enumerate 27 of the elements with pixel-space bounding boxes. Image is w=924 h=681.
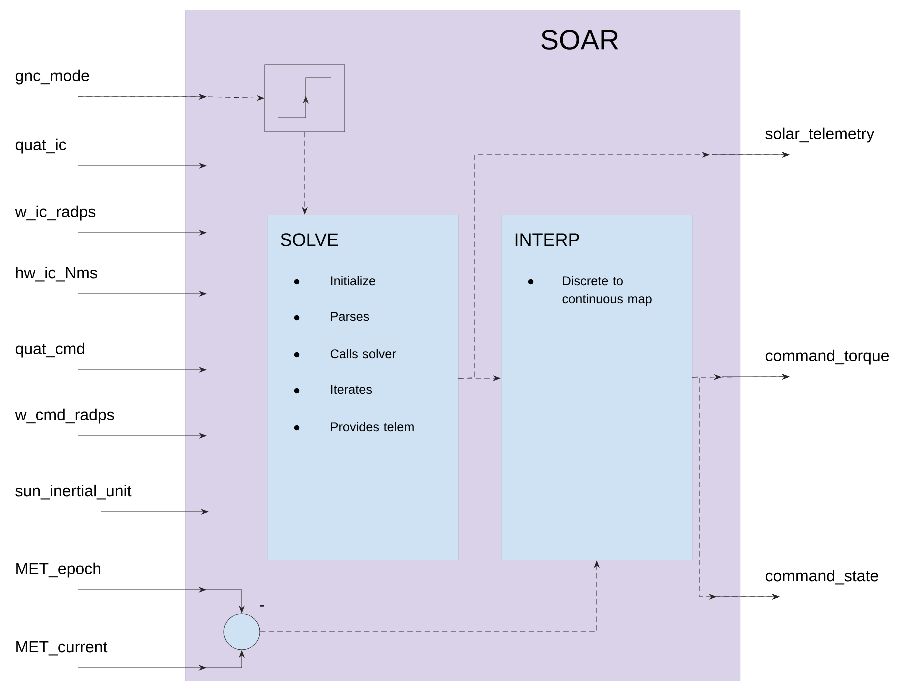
signal-label: MET_current bbox=[16, 642, 108, 656]
signal-label: w_cmd_radps bbox=[15, 408, 114, 424]
signal-label: command_state bbox=[766, 570, 878, 585]
signal-label: gnc_mode bbox=[16, 70, 90, 85]
signal-label: solar_telemetry bbox=[766, 128, 875, 143]
arrow bbox=[458, 152, 790, 379]
signal-label: w_ic_radps bbox=[15, 206, 96, 221]
process-box bbox=[501, 215, 693, 561]
arrow bbox=[692, 374, 790, 380]
bullet-item: Initialize bbox=[294, 276, 376, 286]
bullet-item: Provides telem bbox=[294, 422, 414, 432]
signal-label: MET_epoch bbox=[16, 562, 100, 578]
bullet-item: Iterates bbox=[294, 385, 372, 394]
step-block bbox=[264, 64, 346, 132]
signal-label: quat_ic bbox=[16, 138, 66, 154]
bullet-item: Parses bbox=[294, 312, 370, 322]
bullet-item: Discrete to continuous map bbox=[528, 276, 652, 306]
bullet-item: Calls solver bbox=[294, 349, 396, 359]
box-heading: INTERP bbox=[516, 234, 580, 246]
process-box bbox=[267, 215, 459, 561]
signal-label: command_torque bbox=[766, 350, 890, 365]
signal-label: quat_cmd bbox=[16, 342, 84, 358]
box-heading: SOLVE bbox=[281, 234, 338, 246]
sign-label: - bbox=[260, 606, 264, 607]
system-title: SOAR bbox=[542, 30, 618, 50]
signal-label: sun_inertial_unit bbox=[16, 484, 132, 500]
signal-label: hw_ic_Nms bbox=[16, 266, 98, 282]
